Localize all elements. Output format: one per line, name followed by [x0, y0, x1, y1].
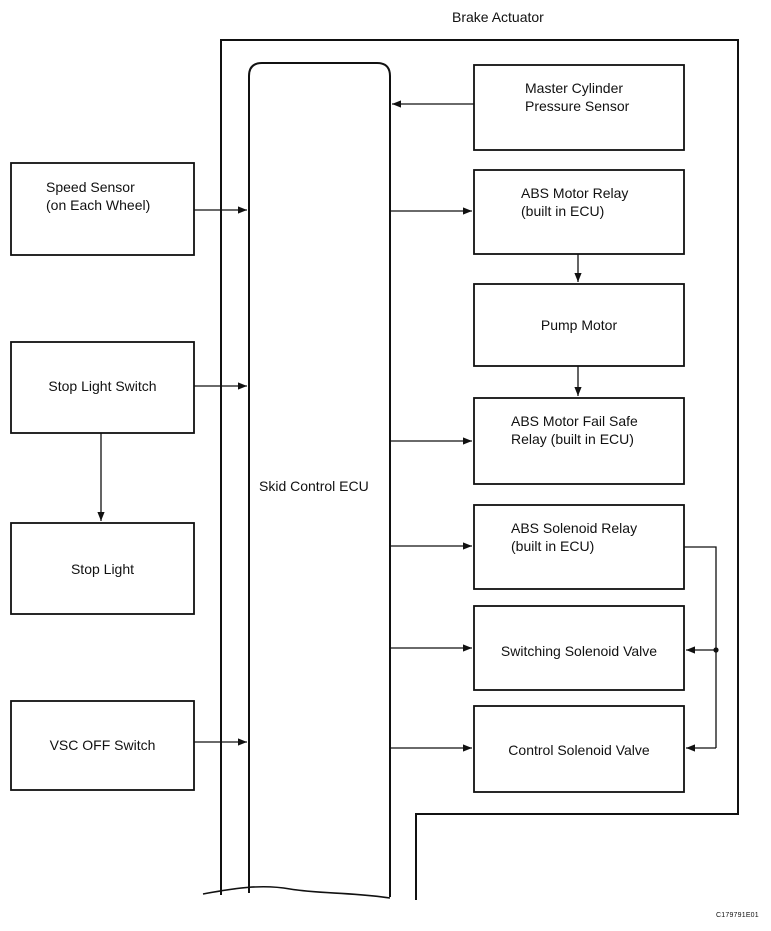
master-cylinder-label: Master Cylinder Pressure Sensor	[525, 80, 630, 114]
abs-motor-failsafe-label: ABS Motor Fail Safe Relay (built in ECU)	[511, 413, 638, 447]
vsc-off-switch-label: VSC OFF Switch	[49, 737, 156, 753]
speed-sensor-box	[10, 162, 195, 256]
stop-light-box	[10, 522, 195, 615]
stop-light-switch-label: Stop Light Switch	[48, 378, 157, 394]
switching-solenoid-label: Switching Solenoid Valve	[500, 643, 658, 659]
control-solenoid-label: Control Solenoid Valve	[508, 742, 650, 758]
speed-sensor-label: Speed Sensor (on Each Wheel)	[46, 179, 151, 213]
brake-actuator-outline	[220, 39, 739, 900]
vsc-off-switch-box	[10, 700, 195, 791]
ecu-break-line	[202, 885, 391, 899]
master-cylinder-box	[473, 64, 685, 151]
brake-actuator-label: Brake Actuator	[452, 9, 544, 25]
abs-motor-relay-box	[473, 169, 685, 255]
reference-code: C179791E01	[716, 912, 759, 919]
switching-solenoid-box	[473, 605, 685, 691]
abs-motor-relay-label: ABS Motor Relay (built in ECU)	[521, 185, 629, 219]
solenoid-relay-feed-line	[684, 546, 717, 748]
abs-solenoid-relay-label: ABS Solenoid Relay (built in ECU)	[511, 520, 638, 554]
skid-control-ecu-label: Skid Control ECU	[259, 478, 369, 494]
stop-light-label: Stop Light	[70, 561, 135, 577]
control-solenoid-box	[473, 705, 685, 793]
skid-control-ecu-box	[248, 62, 391, 897]
pump-motor-box	[473, 283, 685, 367]
abs-motor-failsafe-box	[473, 397, 685, 485]
pump-motor-label: Pump Motor	[540, 317, 618, 333]
stop-light-switch-box	[10, 341, 195, 434]
